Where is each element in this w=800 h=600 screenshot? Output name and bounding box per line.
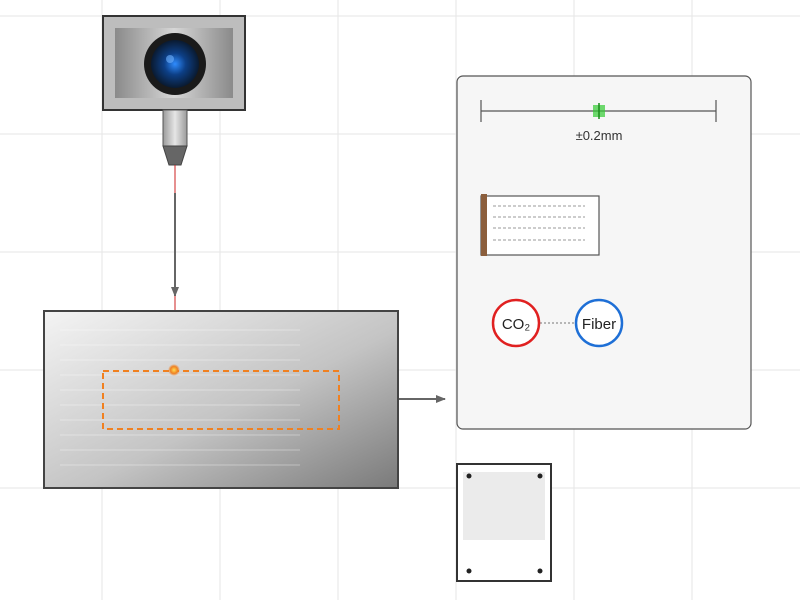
screw-hole-icon — [466, 568, 472, 574]
fiber-laser-option[interactable]: Fiber — [574, 298, 624, 348]
screw-hole-icon — [537, 568, 543, 574]
material-sheet-icon[interactable] — [480, 194, 600, 256]
co2-laser-option[interactable]: CO₂ — [491, 298, 541, 348]
laser-nozzle-icon[interactable] — [162, 109, 188, 166]
screw-hole-icon — [466, 473, 472, 479]
plate-texture-lines — [60, 329, 300, 466]
camera-icon[interactable] — [102, 15, 246, 111]
cut-path-outline[interactable] — [102, 370, 340, 430]
camera-lens — [151, 40, 199, 88]
laser-spark-icon — [168, 364, 180, 376]
spec-panel[interactable]: ±0.2mm CO₂ Fiber — [456, 75, 752, 430]
co2-label: CO₂ — [502, 316, 531, 333]
sheet-edge — [481, 194, 487, 256]
mounting-plate-icon[interactable] — [456, 463, 552, 582]
fiber-label: Fiber — [582, 316, 616, 333]
tolerance-scale: ±0.2mm — [480, 100, 717, 143]
screw-hole-icon — [537, 473, 543, 479]
tolerance-label: ±0.2mm — [576, 128, 623, 143]
workpiece-sheet-icon[interactable] — [43, 310, 399, 489]
